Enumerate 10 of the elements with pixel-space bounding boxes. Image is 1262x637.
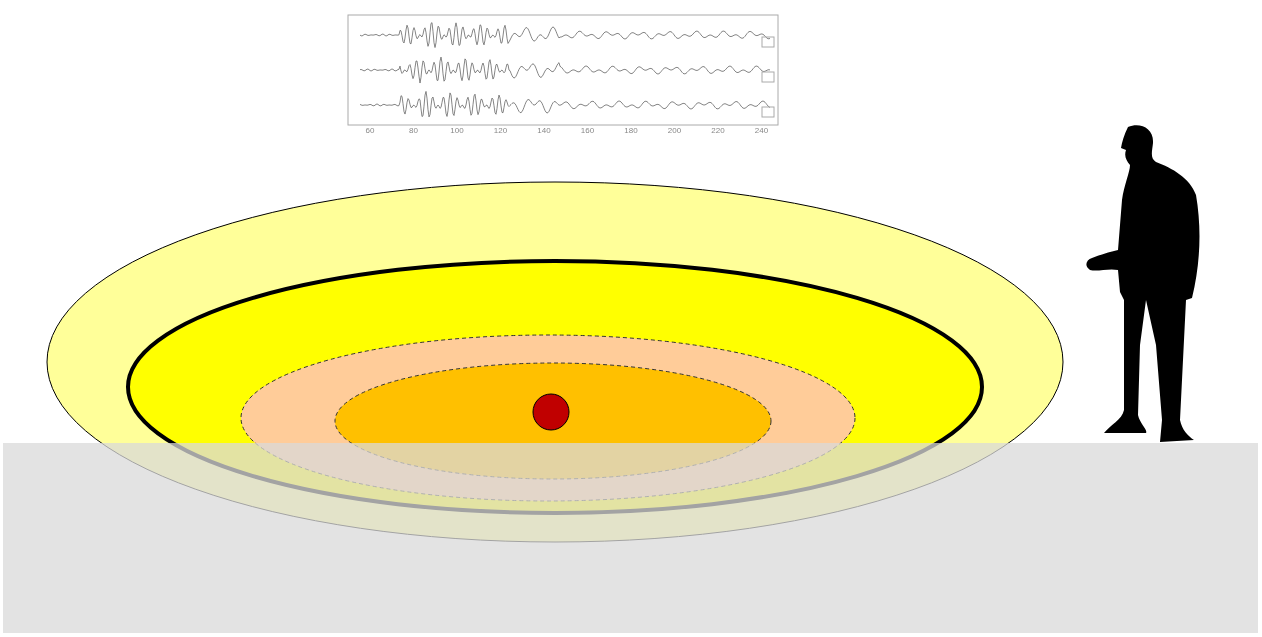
axis-tick-label: 160 bbox=[580, 126, 595, 135]
axis-tick-label: 200 bbox=[667, 126, 682, 135]
axis-tick-label: 80 bbox=[409, 126, 418, 135]
axis-tick-label: 100 bbox=[450, 126, 464, 135]
axis-tick-label: 180 bbox=[624, 126, 638, 135]
axis-tick-label: 60 bbox=[365, 126, 375, 135]
axis-tick-label: 140 bbox=[537, 126, 551, 135]
axis-tick-label: 240 bbox=[754, 126, 769, 135]
axis-tick-label: 220 bbox=[711, 126, 725, 135]
axis-tick-label: 120 bbox=[493, 126, 508, 135]
